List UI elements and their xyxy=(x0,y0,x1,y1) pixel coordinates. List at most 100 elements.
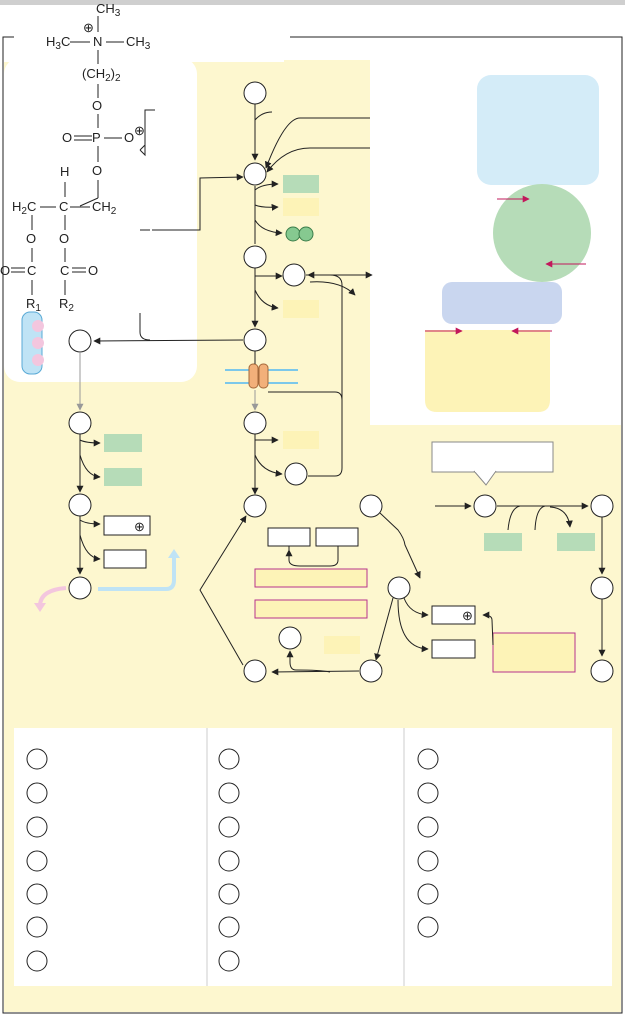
branch-node4-2 xyxy=(254,454,283,477)
membrane-channel xyxy=(225,363,298,389)
blue-arrow-head xyxy=(168,549,180,558)
callout-box xyxy=(431,441,554,473)
legend-marker xyxy=(218,883,240,905)
label-box-white-cycle xyxy=(431,639,476,659)
input-from-structure xyxy=(152,173,244,231)
feedback-loop xyxy=(307,271,343,477)
arrow-mid-to-bottom xyxy=(374,597,394,661)
bracket-cycle-boxes xyxy=(288,546,339,567)
link-channel-right xyxy=(268,391,343,410)
label-box-green-right-2 xyxy=(557,533,595,551)
node-4 xyxy=(243,411,267,435)
svg-text:CH3: CH3 xyxy=(126,34,151,52)
label-box-plus-cycle xyxy=(431,605,476,625)
label-box-green-left-1 xyxy=(104,434,142,452)
highlight-box-1 xyxy=(254,568,368,588)
arrow-highlight3-to-plus xyxy=(482,611,494,646)
branch-top xyxy=(254,111,273,121)
arrow-mid-to-white xyxy=(397,599,429,653)
svg-text:H3C: H3C xyxy=(46,34,70,52)
svg-text:N: N xyxy=(93,34,102,49)
pink-arrow-head xyxy=(34,603,46,612)
legend-marker xyxy=(26,950,48,972)
node-left-4 xyxy=(68,576,92,600)
svg-text:⊕: ⊕ xyxy=(83,20,94,35)
legend-marker xyxy=(26,850,48,872)
legend-marker xyxy=(26,816,48,838)
highlight-box-3 xyxy=(492,632,576,673)
branch-right-c xyxy=(549,506,573,528)
plus-symbol-left: ⊕ xyxy=(134,519,145,534)
label-box-yellow-2 xyxy=(283,300,319,318)
svg-text:O: O xyxy=(59,231,69,246)
legend-marker xyxy=(417,782,439,804)
svg-text:H2C: H2C xyxy=(12,199,36,217)
svg-text:CH3: CH3 xyxy=(96,1,121,19)
branch-main-2 xyxy=(254,203,279,211)
svg-text:P: P xyxy=(92,130,101,145)
label-box-white-left xyxy=(103,549,147,569)
plus-symbol-cycle: ⊕ xyxy=(462,608,473,623)
highlight-box-2 xyxy=(254,599,368,619)
legend-marker xyxy=(26,916,48,938)
node-left-1 xyxy=(68,329,92,353)
legend-marker xyxy=(417,816,439,838)
svg-text:R2: R2 xyxy=(59,296,74,314)
node-right-2 xyxy=(590,494,614,518)
receptor-ligand-icon xyxy=(21,311,44,375)
legend-marker xyxy=(218,782,240,804)
branch-right-b xyxy=(534,505,546,531)
branch-main-3 xyxy=(254,219,283,237)
node-cycle-right-mid xyxy=(387,576,411,600)
node-2-side xyxy=(282,263,306,287)
svg-text:O: O xyxy=(92,98,102,113)
label-box-yellow-cycle xyxy=(324,636,360,654)
node-right-3 xyxy=(590,576,614,600)
cell-compartments xyxy=(425,75,599,412)
svg-text:O: O xyxy=(26,231,36,246)
legend-column-3 xyxy=(417,748,439,938)
legend-marker xyxy=(218,916,240,938)
svg-text:(CH2)2: (CH2)2 xyxy=(82,66,121,84)
branch-right-a xyxy=(507,505,521,531)
branch-left-2a xyxy=(79,439,101,447)
branch-left-2b xyxy=(79,454,101,481)
legend-marker xyxy=(218,850,240,872)
node-2 xyxy=(243,245,267,269)
legend-marker xyxy=(26,782,48,804)
svg-text:C: C xyxy=(27,263,36,278)
node-cycle-bottom-right xyxy=(359,659,383,683)
legend-marker xyxy=(417,850,439,872)
input-from-right-1 xyxy=(264,117,370,169)
node-4-side xyxy=(284,462,308,486)
node-main xyxy=(243,162,267,186)
label-box-green-1 xyxy=(283,175,319,193)
branch-node2-2 xyxy=(254,289,279,311)
node-cycle-bottom-mid xyxy=(278,626,302,650)
arrow-right-top-down xyxy=(379,512,421,579)
dimer-icon xyxy=(285,226,314,242)
node-left-3 xyxy=(68,493,92,517)
label-box-green-right-1 xyxy=(484,533,522,551)
callout-tail xyxy=(473,470,497,486)
legend-marker xyxy=(417,883,439,905)
arrow-bottom-right-left xyxy=(271,668,360,676)
arrow-mid-to-plus xyxy=(403,597,429,619)
label-box-yellow-3 xyxy=(283,431,319,449)
legend-marker xyxy=(218,950,240,972)
input-from-right-2 xyxy=(266,147,370,173)
svg-text:O: O xyxy=(124,130,134,145)
structure-panel xyxy=(4,58,197,382)
svg-text:C: C xyxy=(60,263,69,278)
arrow-side-down xyxy=(309,281,356,296)
svg-text:O: O xyxy=(62,130,72,145)
branch-bottom-up xyxy=(286,650,331,673)
svg-text:R1: R1 xyxy=(26,296,41,314)
svg-text:H: H xyxy=(60,164,69,179)
node-right-4 xyxy=(590,659,614,683)
svg-text:O: O xyxy=(88,263,98,278)
blue-arrow-out xyxy=(98,556,176,591)
top-rule xyxy=(0,0,625,5)
legend-panel xyxy=(14,728,612,986)
